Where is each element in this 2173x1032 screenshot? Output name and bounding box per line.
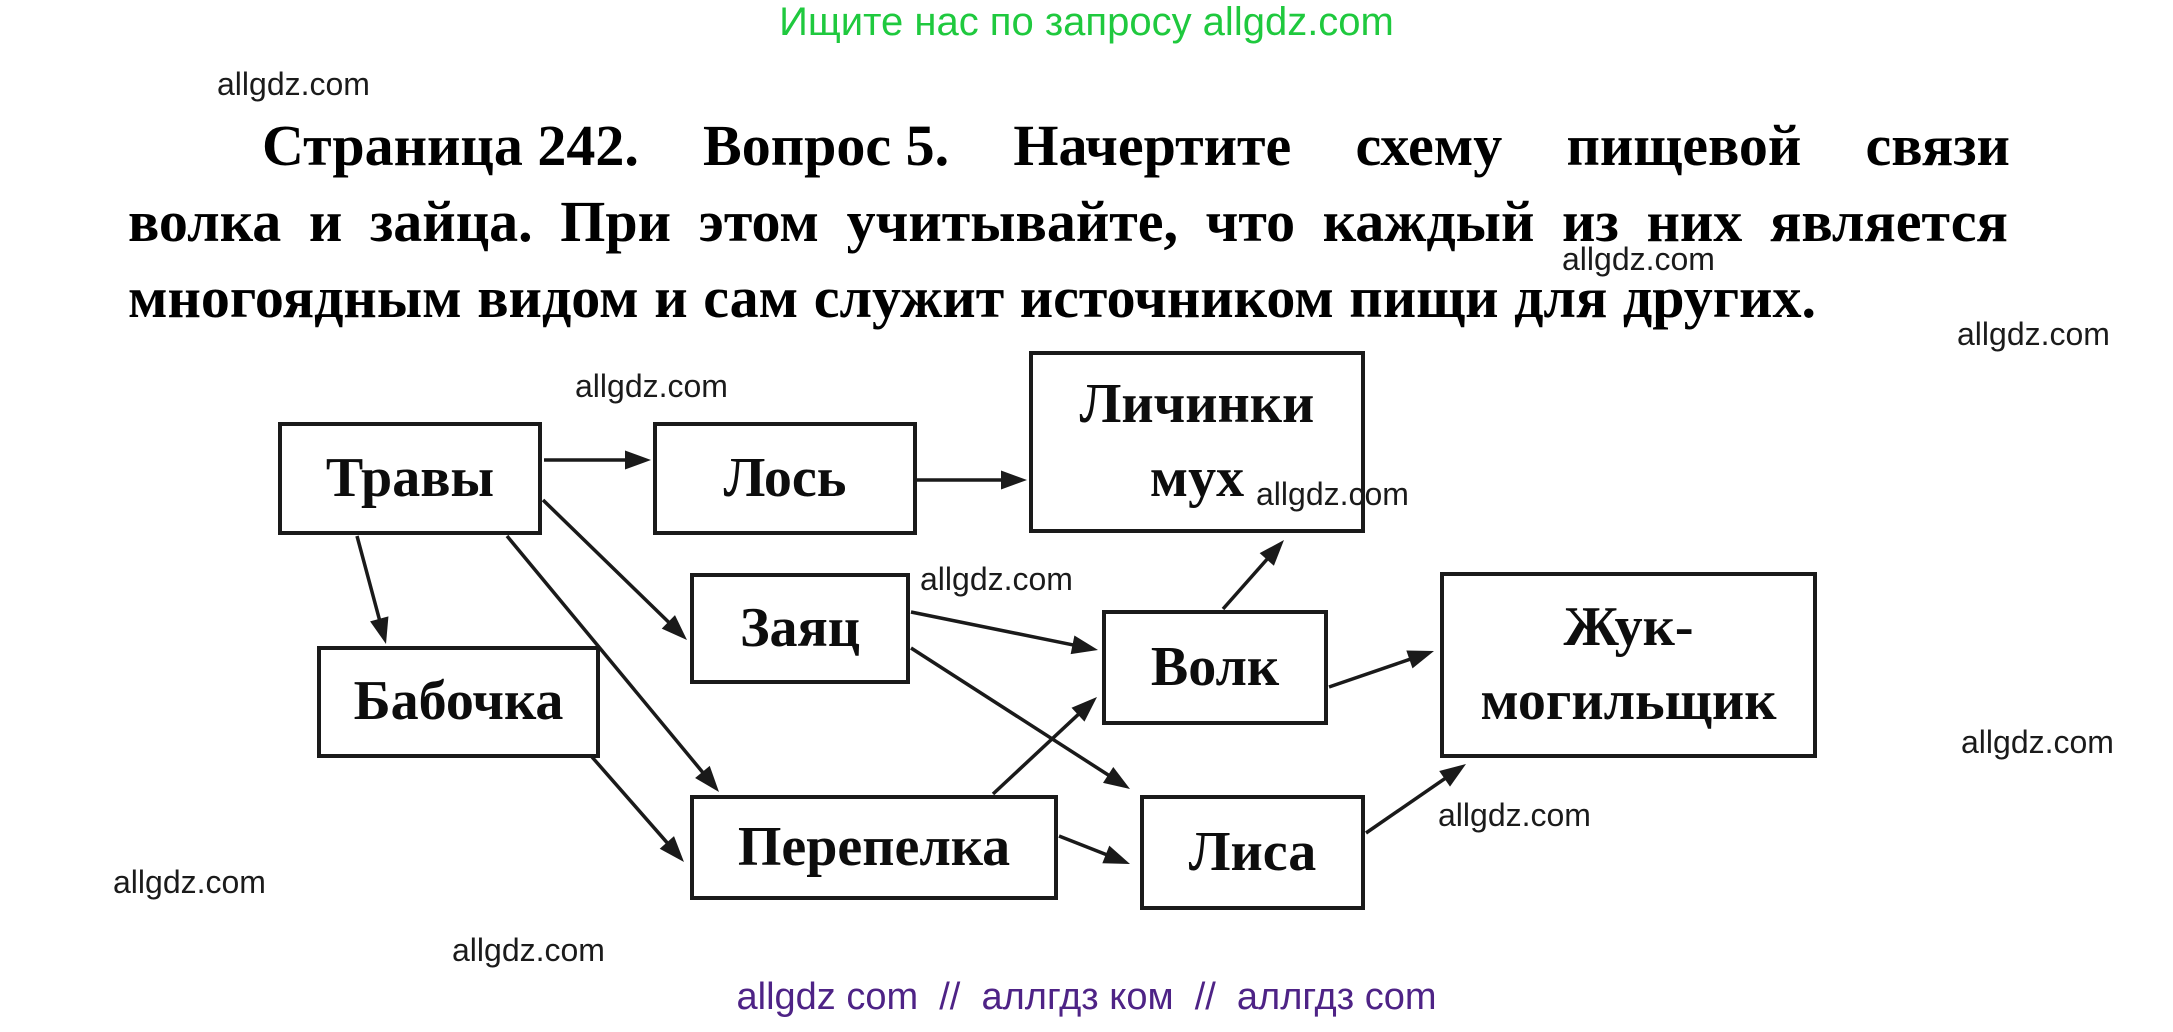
node-label: Травы — [325, 446, 495, 509]
title-word: многоядным — [128, 265, 462, 330]
title-word: них — [1646, 189, 1743, 254]
title-word: волка — [128, 189, 282, 254]
watermark-text: allgdz.com — [920, 561, 1073, 597]
node-label: мух — [1149, 447, 1245, 509]
edge-los-lichinki — [917, 470, 1027, 490]
title-word: из — [1562, 189, 1619, 254]
title-word: источником — [1019, 265, 1334, 330]
title-word: сам — [703, 265, 799, 330]
edge-zayac-volk — [910, 610, 1098, 655]
footer-watermark-text: allgdz com // аллгдз ком // аллгдз com — [736, 976, 1437, 1018]
title-word: Вопрос 5. — [703, 113, 950, 178]
node-zayac: Заяц — [690, 573, 910, 684]
node-perepelka: Перепелка — [690, 795, 1058, 900]
node-volk: Волк — [1102, 610, 1328, 725]
title-word: учитывайте, — [846, 189, 1178, 254]
node-label: Жук- — [1563, 596, 1694, 659]
node-los: Лось — [653, 422, 917, 535]
node-label: Бабочка — [353, 670, 564, 733]
title-word: и — [654, 265, 688, 330]
title-word: При — [560, 189, 672, 254]
title-word: пищевой — [1566, 113, 1802, 178]
node-label: Перепелка — [737, 815, 1011, 878]
title-word: этом — [698, 189, 819, 254]
node-label: Волк — [1150, 635, 1280, 698]
watermark-text: allgdz.com — [1961, 724, 2114, 760]
title-word: схему — [1355, 113, 1503, 178]
title-word: пищи — [1349, 265, 1499, 330]
promo-banner-text: Ищите нас по запросу allgdz.com — [779, 0, 1394, 44]
edge-volk-lichinki — [1221, 540, 1284, 611]
node-label: Заяц — [739, 596, 861, 659]
title-word: является — [1769, 189, 2008, 254]
watermark-text: allgdz.com — [1438, 797, 1591, 833]
edge-perepelka-volk — [991, 697, 1097, 796]
node-travy: Травы — [278, 422, 542, 535]
title-word: связи — [1865, 113, 2010, 178]
watermark-text: allgdz.com — [1957, 316, 2110, 352]
edge-travy-los — [544, 450, 651, 470]
title-word: видом — [477, 265, 639, 330]
edge-babochka-perepelka — [590, 755, 684, 862]
node-label: Лось — [723, 446, 847, 509]
edge-perepelka-lisa — [1058, 834, 1130, 864]
watermark-text: allgdz.com — [113, 864, 266, 900]
node-lichinki: Личинки мух — [1029, 351, 1365, 533]
edge-lisa-zhuk — [1365, 764, 1466, 835]
title-word: каждый — [1322, 189, 1535, 254]
edge-travy-perepelka — [505, 534, 719, 792]
watermark-text: allgdz.com — [217, 66, 370, 102]
title-word: зайца. — [369, 189, 533, 254]
title-word: служит — [813, 265, 1005, 330]
node-zhuk: Жук-могильщик — [1440, 572, 1817, 758]
node-babochka: Бабочка — [317, 646, 600, 758]
node-label: могильщик — [1480, 670, 1777, 732]
watermark-text: allgdz.com — [1256, 476, 1409, 512]
watermark-text: allgdz.com — [452, 932, 605, 968]
title-line-1: Страница 242. Вопрос 5. Начертите схему пище… — [262, 112, 2010, 179]
watermark-text: allgdz.com — [1562, 241, 1715, 277]
edge-travy-babochka — [355, 535, 389, 644]
edge-zayac-lisa — [910, 646, 1130, 789]
title-word: и — [308, 189, 343, 254]
edge-travy-zayac — [541, 498, 687, 640]
title-word: других. — [1622, 265, 1816, 330]
title-word: для — [1514, 265, 1608, 330]
title-word: что — [1205, 189, 1296, 254]
watermark-text: allgdz.com — [575, 368, 728, 404]
title-word: Страница 242. — [262, 113, 639, 178]
node-label: Личинки — [1079, 373, 1315, 436]
edge-volk-zhuk — [1328, 650, 1434, 689]
node-label: Лиса — [1188, 820, 1317, 883]
title-word: Начертите — [1013, 113, 1292, 178]
node-lisa: Лиса — [1140, 795, 1365, 910]
